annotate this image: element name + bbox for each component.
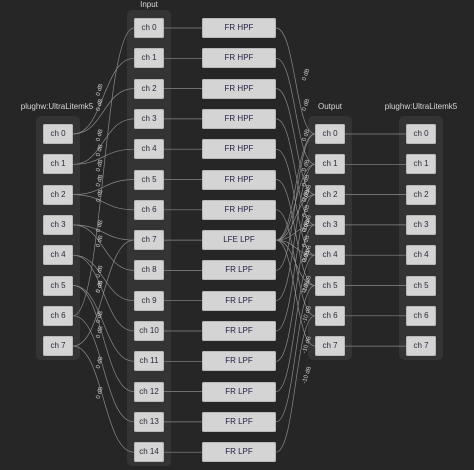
output-channel-3[interactable]: ch 3 [315,214,345,235]
filter-node-10[interactable]: FR LPF [202,321,276,341]
filter-node-3[interactable]: FR HPF [202,108,276,129]
filter-node-4[interactable]: FR HPF [202,139,276,160]
gain-label-left-input-0: 0 dB [96,83,105,96]
filter-node-1[interactable]: FR HPF [202,48,276,69]
wire-left-to-input-9 [72,254,135,332]
gain-label-left-input-12: 0 dB [96,356,105,369]
gain-label-left-input-8: 0 dB [96,265,105,278]
wire-left-to-input-15 [72,239,135,347]
gain-label-left-input-7: 0 dB [96,235,105,248]
input-channel-7[interactable]: ch 7 [134,230,164,251]
left-device-title: plughw:UltraLitemk5 [20,102,94,111]
input-channel-0[interactable]: ch 0 [134,18,164,38]
filter-node-6[interactable]: FR HPF [202,199,276,220]
left-device-channel-3[interactable]: ch 3 [43,214,73,235]
wire-left-to-input-1 [72,88,135,135]
input-channel-6[interactable]: ch 6 [134,199,164,220]
gain-label-left-input-14: 0 dB [96,159,105,172]
gain-label-left-input-6: 0 dB [96,220,105,233]
wire-left-to-input-6 [72,224,135,241]
wire-left-to-input-2 [72,118,135,165]
output-channel-7[interactable]: ch 7 [315,336,345,357]
input-channel-11[interactable]: ch 11 [134,351,164,372]
left-device-channel-0[interactable]: ch 0 [43,124,73,144]
wire-left-to-input-10 [72,285,135,362]
gain-label-left-input-11: 0 dB [96,326,105,339]
filter-node-14[interactable]: FR LPF [202,442,276,463]
input-channel-2[interactable]: ch 2 [134,78,164,99]
gain-label-left-input-10: 0 dB [96,310,105,323]
right-device-channel-3[interactable]: ch 3 [406,214,436,235]
gain-label-filter-output-14: -10 dB [302,366,313,385]
output-channel-5[interactable]: ch 5 [315,275,345,296]
filter-node-9[interactable]: FR LPF [202,290,276,311]
output-title: Output [317,102,342,111]
filter-node-0[interactable]: FR HPF [202,18,276,38]
input-channel-3[interactable]: ch 3 [134,108,164,129]
left-device-channel-6[interactable]: ch 6 [43,305,73,326]
left-device-channel-4[interactable]: ch 4 [43,245,73,266]
right-device-channel-6[interactable]: ch 6 [406,305,436,326]
wire-left-to-input-3 [72,148,135,165]
input-channel-14[interactable]: ch 14 [134,442,164,463]
gain-label-filter-output-0: 0 dB [302,68,312,82]
gain-label-left-input-13: 0 dB [96,386,105,399]
left-device-channel-7[interactable]: ch 7 [43,336,73,357]
input-channel-1[interactable]: ch 1 [134,48,164,69]
right-device-channel-2[interactable]: ch 2 [406,184,436,205]
gain-label-left-input-5: 0 dB [96,189,105,202]
gain-label-left-input-9: 0 dB [96,280,105,293]
input-channel-8[interactable]: ch 8 [134,260,164,281]
filter-node-5[interactable]: FR HPF [202,169,276,190]
gain-label-left-input-3: 0 dB [96,144,105,157]
input-title: Input [140,0,158,9]
gain-label-left-input-2: 0 dB [96,129,105,142]
wire-left-to-input-0 [72,57,135,135]
output-channel-4[interactable]: ch 4 [315,245,345,266]
left-device-channel-1[interactable]: ch 1 [43,154,73,175]
gain-label-left-input-15: 0 dB [96,280,105,293]
input-channel-10[interactable]: ch 10 [134,321,164,341]
wire-left-to-input-8 [72,254,135,302]
wire-left-to-input-5 [72,194,135,211]
wire-left-to-input-13 [72,345,135,453]
right-device-channel-0[interactable]: ch 0 [406,124,436,144]
wire-left-to-input-4 [72,179,135,195]
output-channel-6[interactable]: ch 6 [315,305,345,326]
filter-node-7[interactable]: LFE LPF [202,230,276,251]
input-channel-9[interactable]: ch 9 [134,290,164,311]
right-device-channel-5[interactable]: ch 5 [406,275,436,296]
filter-node-8[interactable]: FR LPF [202,260,276,281]
output-channel-2[interactable]: ch 2 [315,184,345,205]
input-channel-4[interactable]: ch 4 [134,139,164,160]
filter-node-11[interactable]: FR LPF [202,351,276,372]
filter-node-2[interactable]: FR HPF [202,78,276,99]
filter-node-13[interactable]: FR LPF [202,411,276,432]
wire-left-to-input-12 [72,315,135,423]
wire-left-to-input-7 [72,224,135,271]
input-channel-12[interactable]: ch 12 [134,381,164,402]
left-device-channel-2[interactable]: ch 2 [43,184,73,205]
filter-node-12[interactable]: FR LPF [202,381,276,402]
output-channel-0[interactable]: ch 0 [315,124,345,144]
input-channel-13[interactable]: ch 13 [134,411,164,432]
wire-left-to-input-11 [72,285,135,392]
left-device-channel-5[interactable]: ch 5 [43,275,73,296]
right-device-channel-7[interactable]: ch 7 [406,336,436,357]
output-channel-1[interactable]: ch 1 [315,154,345,175]
right-device-channel-4[interactable]: ch 4 [406,245,436,266]
right-device-channel-1[interactable]: ch 1 [406,154,436,175]
gain-label-left-input-4: 0 dB [96,174,105,187]
wire-left-to-input-14 [72,27,135,317]
right-device-title: plughw:UltraLitemk5 [384,102,458,111]
input-channel-5[interactable]: ch 5 [134,169,164,190]
